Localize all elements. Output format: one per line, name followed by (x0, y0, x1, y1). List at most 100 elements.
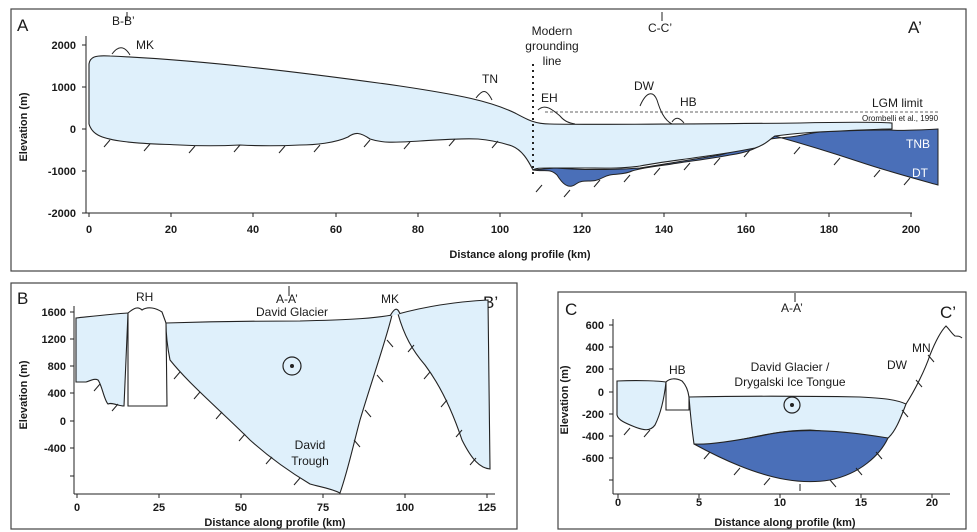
eh-peak (537, 106, 576, 125)
label-tnb: TNB (906, 137, 930, 151)
b-xtick-125: 125 (478, 502, 496, 514)
a-xtick-140: 140 (655, 224, 673, 236)
panel-c-letter: C (565, 300, 577, 319)
panel-a: A A’ B-B’ C-C’ 2000 1000 0 -1000 -2000 E… (10, 8, 967, 272)
panel-a-letter: A (17, 16, 29, 35)
a-xtick-40: 40 (247, 224, 259, 236)
b-ytick-m400: -400 (44, 443, 66, 455)
label-eh: EH (541, 91, 558, 105)
label-mn: MN (912, 341, 931, 355)
panel-a-yticks: 2000 1000 0 -1000 -2000 (48, 40, 86, 220)
mk-peak-a (111, 47, 131, 56)
b-ytick-1200: 1200 (42, 334, 66, 346)
panel-a-end-label: A’ (908, 18, 922, 37)
flow-direction-symbol-b (282, 356, 302, 376)
c-xtick-0: 0 (615, 497, 621, 509)
section-marker-bb: B-B’ (112, 14, 135, 28)
bedrock-hatch-c (623, 354, 935, 491)
label-drygalski: Drygalski Ice Tongue (734, 375, 845, 389)
ice-b-trough (165, 314, 393, 494)
b-ytick-1600: 1600 (42, 307, 66, 319)
a-ytick-2000: 2000 (52, 40, 76, 52)
c-xtick-5: 5 (696, 497, 702, 509)
ice-body-a (88, 55, 893, 171)
mn-ridge (905, 325, 963, 405)
a-xtick-180: 180 (820, 224, 838, 236)
panel-a-xticks: 0 20 40 60 80 100 120 140 160 180 200 (86, 213, 920, 236)
panel-b-frame (10, 282, 518, 530)
ice-b-left (75, 312, 129, 407)
label-tn: TN (482, 72, 498, 86)
dw-peak (639, 93, 673, 125)
a-xtick-20: 20 (165, 224, 177, 236)
ice-c-left (616, 380, 667, 431)
panel-c-xticks: 0 5 10 15 20 (615, 494, 938, 509)
hb-peak-c (665, 378, 690, 411)
panel-a-ylabel: Elevation (m) (18, 92, 30, 161)
section-marker-aa-b: A-A’ (276, 292, 298, 306)
flow-direction-symbol-c (783, 396, 801, 414)
panel-b: B B’ A-A’ 1600 1200 800 400 0 -400 Eleva… (10, 282, 518, 530)
label-modern: Modern (532, 24, 573, 38)
flow-direction-dot-c (790, 403, 794, 407)
b-xtick-100: 100 (396, 502, 414, 514)
ice-b-right (397, 299, 491, 470)
label-orombelli: Orombelli et al., 1990 (862, 114, 939, 123)
c-ytick-m200: -200 (582, 409, 604, 421)
a-ytick-0: 0 (70, 124, 76, 136)
a-xtick-100: 100 (491, 224, 509, 236)
panel-c-frame (557, 291, 967, 530)
a-xtick-160: 160 (737, 224, 755, 236)
label-david: David (295, 438, 326, 452)
panel-c-ylabel: Elevation (m) (559, 365, 571, 434)
label-trough: Trough (291, 454, 329, 468)
b-xtick-25: 25 (153, 502, 165, 514)
panel-c-yticks: 600 400 200 0 -200 -400 -600 (582, 320, 613, 481)
c-ytick-m600: -600 (582, 453, 604, 465)
a-ytick-1000: 1000 (52, 82, 76, 94)
mk-peak-b (389, 308, 401, 317)
a-xtick-80: 80 (412, 224, 424, 236)
b-xtick-0: 0 (74, 502, 80, 514)
bedrock-hatch-a (103, 138, 911, 198)
c-ytick-0: 0 (598, 387, 604, 399)
c-xtick-10: 10 (774, 497, 786, 509)
label-grounding: grounding (525, 39, 578, 53)
panel-a-xlabel: Distance along profile (km) (449, 249, 591, 261)
rh-peak (127, 307, 168, 407)
c-ytick-400: 400 (586, 342, 604, 354)
b-ytick-400: 400 (48, 388, 66, 400)
c-xtick-15: 15 (855, 497, 867, 509)
panel-b-letter: B (17, 289, 28, 308)
label-mk-a: MK (136, 38, 154, 52)
panel-c-end-label: C’ (940, 303, 956, 322)
b-ytick-0: 0 (60, 416, 66, 428)
panel-c: C C’ A-A’ 600 400 200 0 -200 -400 -600 E… (557, 291, 967, 530)
sediment-fill-c (693, 429, 889, 483)
a-xtick-60: 60 (330, 224, 342, 236)
label-mk-b: MK (381, 292, 399, 306)
hb-peak (671, 117, 685, 124)
label-hb-c: HB (669, 363, 686, 377)
section-marker-aa-c: A-A’ (781, 301, 803, 315)
label-dt: DT (912, 166, 929, 180)
a-ytick-m2000: -2000 (48, 208, 76, 220)
section-marker-cc: C-C’ (648, 21, 672, 35)
c-ytick-600: 600 (586, 320, 604, 332)
label-david-glacier-c: David Glacier / (751, 360, 830, 374)
label-dw-a: DW (634, 79, 655, 93)
b-xtick-75: 75 (317, 502, 329, 514)
panel-c-xlabel: Distance along profile (km) (714, 517, 856, 529)
c-xtick-20: 20 (926, 497, 938, 509)
panel-b-yticks: 1600 1200 800 400 0 -400 (42, 307, 74, 477)
label-hb-a: HB (680, 95, 697, 109)
b-xtick-50: 50 (235, 502, 247, 514)
b-ytick-800: 800 (48, 361, 66, 373)
label-line: line (543, 54, 562, 68)
a-xtick-0: 0 (86, 224, 92, 236)
c-ytick-m400: -400 (582, 431, 604, 443)
a-xtick-200: 200 (902, 224, 920, 236)
panel-b-ylabel: Elevation (m) (18, 360, 30, 429)
panel-a-frame (10, 8, 967, 272)
